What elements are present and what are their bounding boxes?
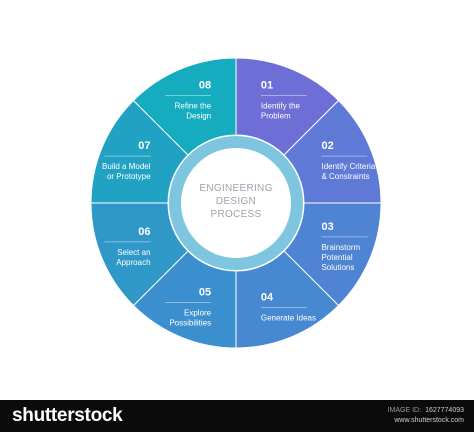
- stock-footer: shutterstock IMAGE ID:1627774093 www.shu…: [0, 400, 474, 432]
- step-label: Build a Model: [102, 162, 151, 171]
- center-title-line: ENGINEERING: [199, 183, 272, 194]
- step-label: Design: [186, 112, 211, 121]
- step-label: Identify the: [261, 102, 301, 111]
- step-label: Identify Criteria: [321, 162, 375, 171]
- step-label: & Constraints: [321, 172, 369, 181]
- step-number: 04: [261, 291, 274, 303]
- step-number: 07: [138, 140, 150, 152]
- step-number: 05: [199, 286, 211, 298]
- step-number: 03: [321, 221, 333, 233]
- step-label: Refine the: [175, 102, 212, 111]
- step-label: Potential: [321, 253, 352, 262]
- center-title-line: PROCESS: [210, 209, 261, 220]
- image-meta: IMAGE ID:1627774093 www.shutterstock.com: [388, 406, 464, 426]
- step-label: Approach: [116, 258, 150, 267]
- step-label: Possibilities: [169, 318, 211, 327]
- step-label: Brainstorm: [321, 243, 360, 252]
- step-label: Problem: [261, 112, 291, 121]
- center-hole: [181, 148, 291, 258]
- step-label: Solutions: [321, 263, 354, 272]
- step-number: 01: [261, 80, 273, 92]
- step-label: or Prototype: [107, 172, 151, 181]
- step-number: 02: [321, 140, 333, 152]
- shutterstock-logo: shutterstock: [12, 405, 123, 426]
- site-url: www.shutterstock.com: [394, 417, 464, 424]
- segment-wedge: [132, 57, 237, 156]
- image-id: 1627774093: [425, 407, 464, 414]
- center-title-line: DESIGN: [216, 196, 256, 207]
- step-label: Generate Ideas: [261, 313, 316, 322]
- step-number: 08: [199, 80, 211, 92]
- step-label: Explore: [184, 308, 212, 317]
- step-number: 06: [138, 226, 150, 238]
- step-label: Select an: [117, 248, 150, 257]
- image-id-label: IMAGE ID:: [387, 407, 422, 414]
